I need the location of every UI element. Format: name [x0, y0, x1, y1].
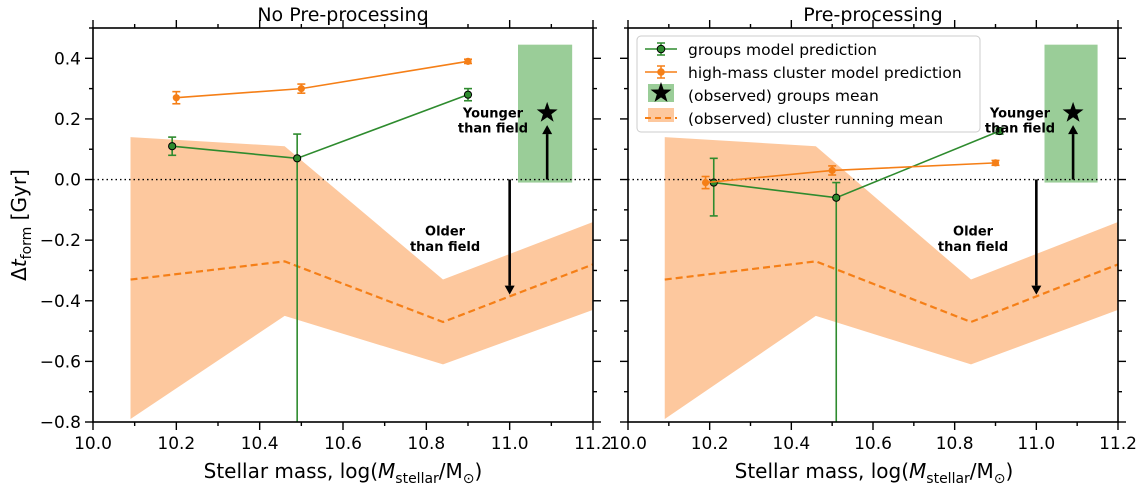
data-point	[701, 178, 710, 187]
panel-title: No Pre-processing	[257, 4, 428, 26]
legend-entry-groups-mean: (observed) groups mean	[648, 82, 879, 105]
annotation-older-line2: than field	[938, 240, 1008, 255]
y-tick-label: −0.6	[40, 352, 81, 372]
x-tick-label: 10.0	[609, 434, 647, 454]
groups-mean-star	[1062, 101, 1084, 122]
x-tick-label: 10.6	[324, 434, 362, 454]
x-tick-label: 10.6	[854, 434, 892, 454]
x-axis-label-left: Stellar mass, log(Mstellar/M⊙)	[204, 459, 483, 487]
data-point	[991, 159, 1000, 167]
y-tick-label: 0.2	[54, 110, 81, 130]
legend-entry-cluster-model: high-mass cluster model prediction	[645, 64, 962, 82]
older-arrow-head	[1031, 285, 1042, 295]
x-tick-label: 10.2	[157, 434, 195, 454]
x-tick-label: 11.0	[491, 434, 529, 454]
x-tick-label: 11.2	[1099, 434, 1137, 454]
x-tick-label: 10.0	[74, 434, 112, 454]
younger-arrow-head	[1068, 125, 1079, 135]
legend-star-icon	[650, 82, 672, 102]
data-point	[995, 126, 1004, 136]
annotation-older-line2: than field	[410, 240, 480, 255]
data-point	[168, 142, 177, 151]
data-point	[463, 90, 473, 99]
groups-model-series	[709, 126, 1004, 422]
annotation-older-line1: Older	[953, 225, 994, 240]
younger-arrow-head	[542, 125, 553, 135]
annotation-younger-line2: than field	[985, 122, 1055, 137]
plot-area	[628, 44, 1118, 422]
x-axis-label-right: Stellar mass, log(Mstellar/M⊙)	[735, 459, 1014, 487]
y-tick-label: 0.4	[54, 49, 81, 69]
y-tick-label: 0.0	[54, 171, 81, 191]
y-tick-label: −0.4	[40, 292, 81, 312]
legend-label: groups model prediction	[688, 41, 877, 59]
y-label-delta: Δ	[7, 267, 31, 281]
data-point	[832, 193, 841, 202]
y-tick-label: −0.8	[40, 413, 81, 433]
plot-area	[93, 44, 593, 422]
legend-entry-cluster-running-mean: (observed) cluster running mean	[645, 108, 943, 128]
y-label-t: t	[7, 258, 31, 267]
legend-entry-groups-model: groups model prediction	[645, 41, 877, 59]
panel-title: Pre-processing	[803, 4, 942, 26]
cluster-running-mean-line	[130, 260, 593, 324]
x-tick-label: 11.0	[1017, 434, 1055, 454]
data-point	[464, 57, 472, 65]
y-tick-label: −0.2	[40, 231, 81, 251]
groups-model-series	[168, 87, 473, 422]
cluster-model-series	[172, 57, 472, 105]
cluster-model-series	[701, 159, 1000, 190]
cluster-scatter-band	[130, 137, 593, 419]
older-arrow-head	[504, 285, 515, 295]
x-tick-label: 10.2	[691, 434, 729, 454]
y-label-unit: [Gyr]	[7, 169, 31, 227]
data-point	[828, 166, 836, 175]
legend-label: high-mass cluster model prediction	[688, 64, 962, 82]
data-point	[297, 85, 305, 93]
y-label-sub: form	[19, 227, 35, 260]
legend-label: (observed) groups mean	[688, 87, 879, 105]
x-tick-label: 11.2	[574, 434, 612, 454]
annotation-older-line1: Older	[425, 225, 466, 240]
x-tick-label: 10.8	[407, 434, 445, 454]
x-tick-label: 10.4	[772, 434, 810, 454]
y-axis-label: Δtform [Gyr]	[7, 169, 35, 281]
data-point	[293, 154, 302, 163]
legend-marker-orange	[657, 68, 665, 76]
annotation-younger-line1: Younger	[462, 106, 524, 121]
annotation-younger-line2: than field	[458, 122, 528, 137]
legend: groups model prediction high-mass cluste…	[636, 35, 981, 133]
data-point	[172, 94, 180, 102]
legend-frame	[636, 35, 981, 133]
legend-marker-green	[656, 44, 666, 54]
groups-mean-star	[536, 101, 558, 122]
x-tick-label: 10.8	[936, 434, 974, 454]
annotation-younger-line1: Younger	[989, 106, 1051, 121]
cluster-scatter-band	[664, 137, 1118, 419]
legend-label: (observed) cluster running mean	[688, 110, 943, 128]
series-line	[176, 60, 469, 99]
cluster-running-mean-line	[664, 260, 1118, 324]
x-tick-label: 10.4	[241, 434, 279, 454]
